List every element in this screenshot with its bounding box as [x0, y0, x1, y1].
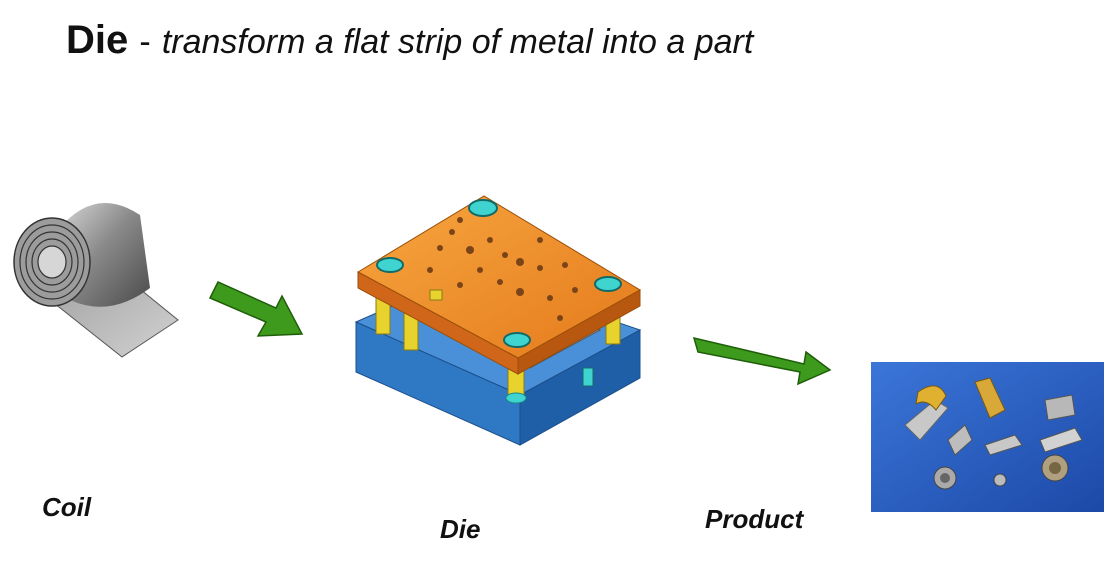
label-coil: Coil	[42, 492, 92, 522]
arrow-die-to-product	[692, 336, 832, 386]
die-bushing	[376, 257, 404, 273]
die-top-plate-side	[517, 289, 641, 375]
die-base-side	[519, 329, 641, 446]
label-product: Product	[705, 504, 804, 534]
arrow-coil-to-die	[208, 281, 304, 337]
coil-illustration	[13, 203, 179, 358]
die-bushing	[594, 276, 622, 292]
die-bushing	[503, 332, 531, 348]
die-illustration	[354, 195, 642, 446]
product-photo	[871, 362, 1104, 512]
title-subtitle: transform a flat strip of metal into a p…	[161, 23, 754, 61]
title-separator: -	[139, 23, 151, 61]
label-die: Die	[440, 514, 481, 544]
title-main: Die	[66, 18, 129, 62]
die-bushing	[468, 199, 498, 217]
slide-title: Die - transform a flat strip of metal in…	[66, 18, 753, 63]
